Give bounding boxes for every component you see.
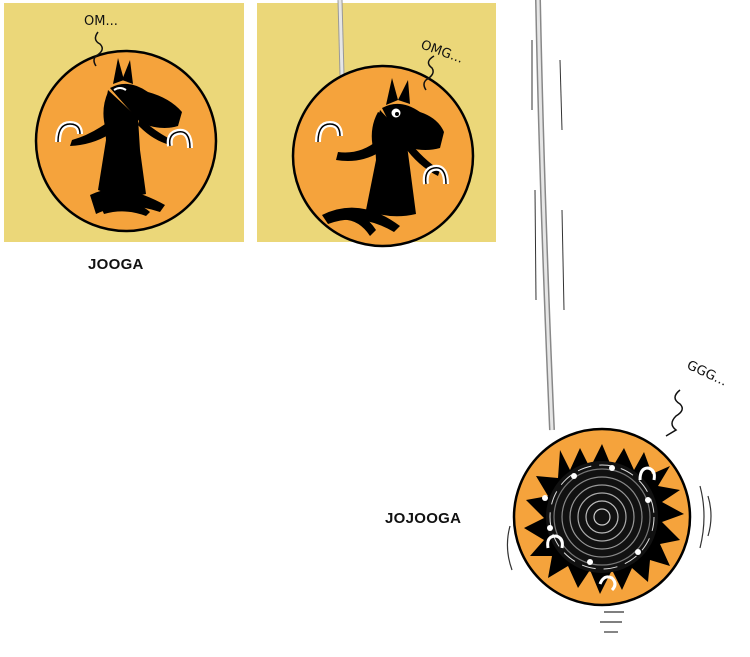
horse-silhouette (70, 58, 182, 216)
caption-jooga: JOOGA (88, 256, 144, 273)
yoyo-spinning (506, 0, 712, 633)
speech-ggg: GGG... (684, 358, 729, 390)
caption-jojooga: JOJOOGA (385, 510, 462, 527)
speech-om: OM... (84, 14, 118, 29)
yoyo-disc-meditating (34, 31, 218, 233)
yoyo-disc-startled (291, 0, 475, 248)
speech-omg: OMG... (419, 38, 465, 67)
